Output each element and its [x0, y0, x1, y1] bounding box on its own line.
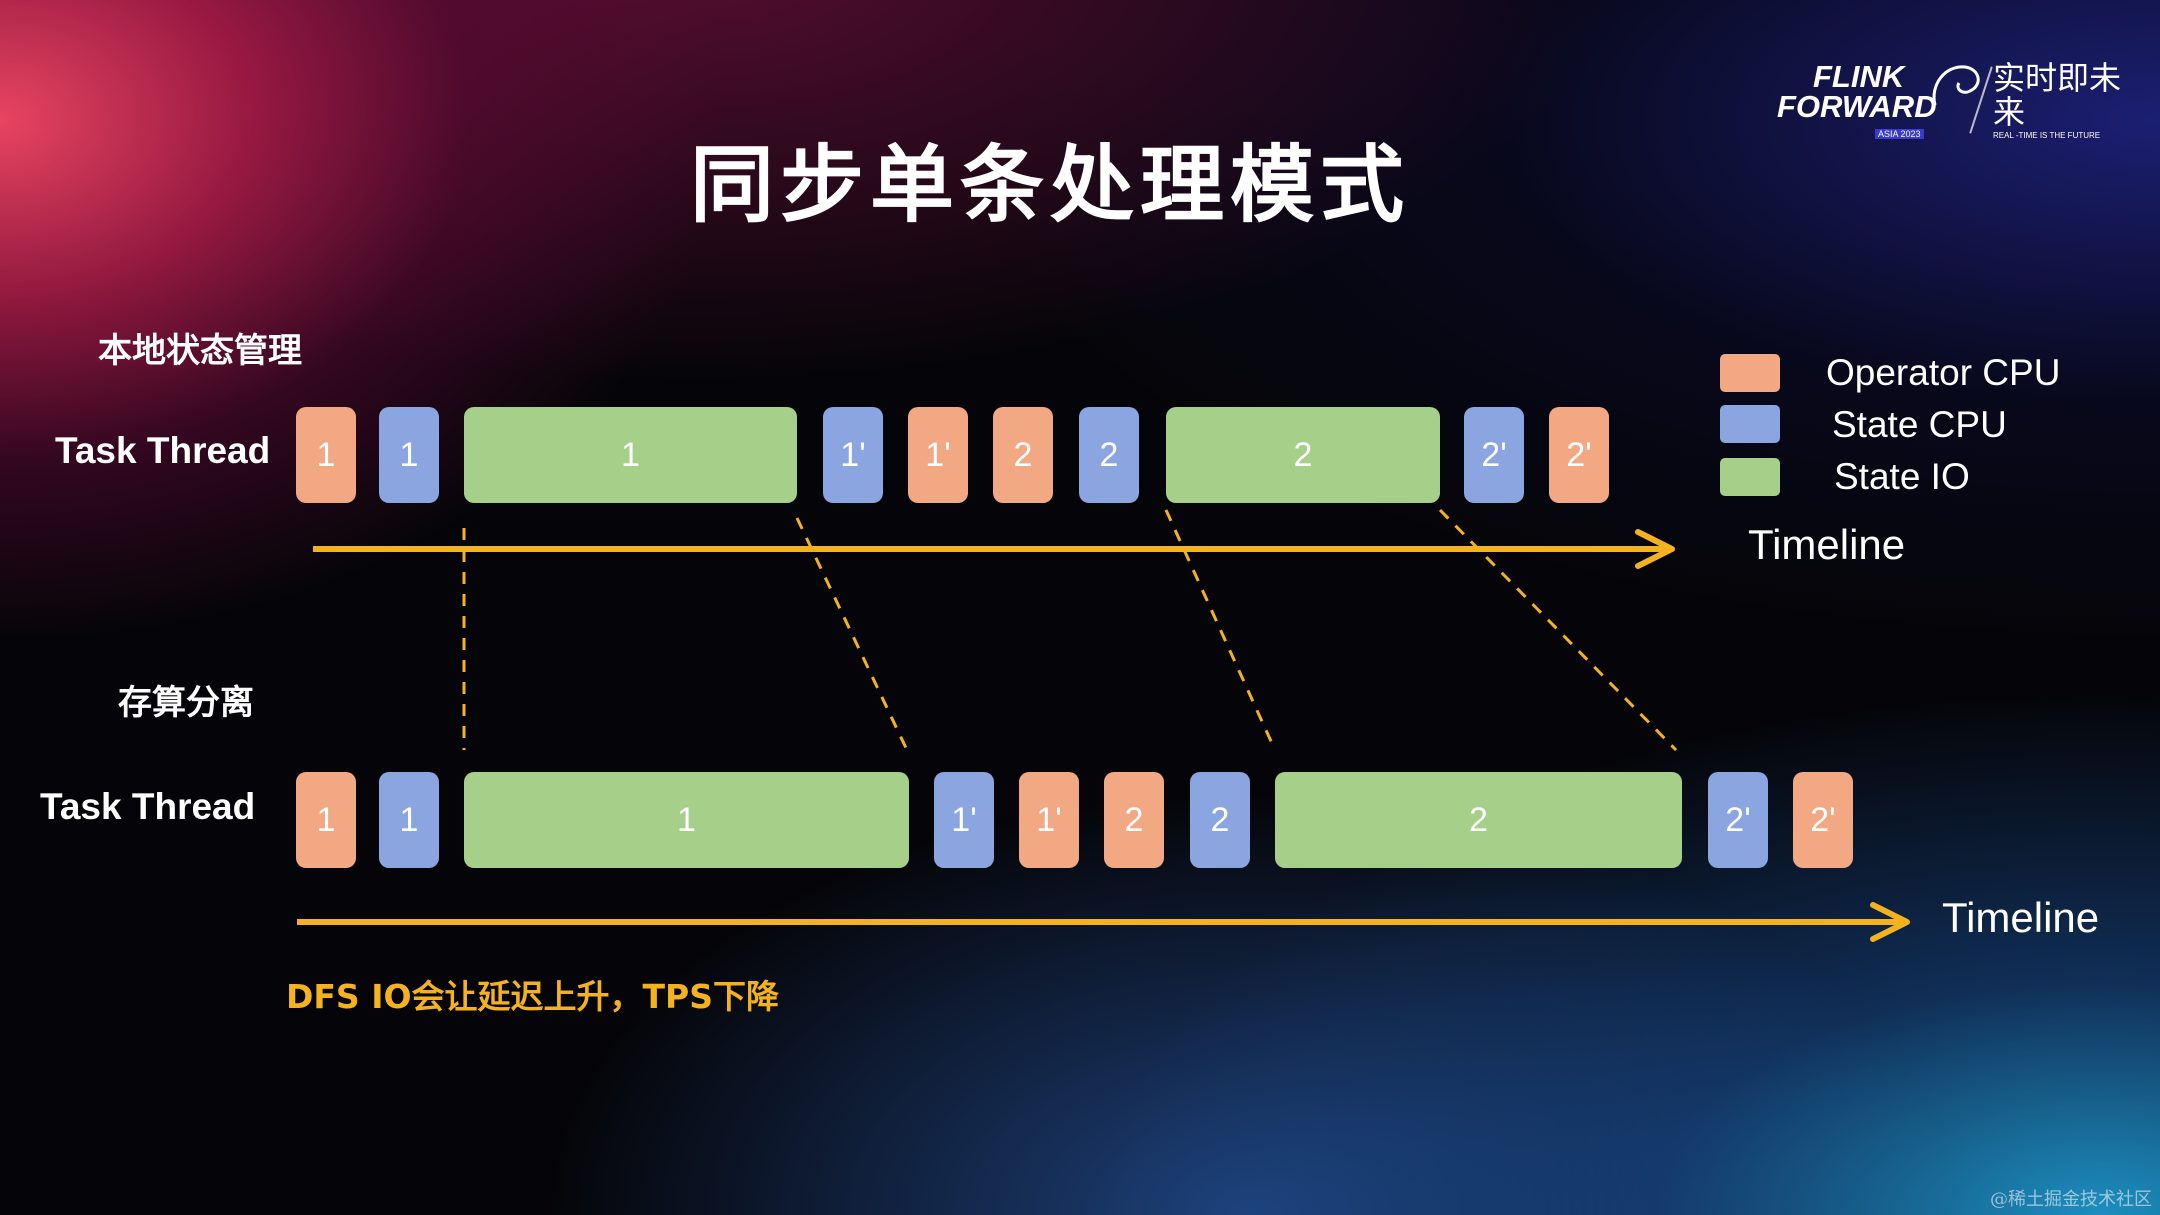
state-cpu-block: 2: [1079, 407, 1139, 503]
operator-cpu-block: 1': [908, 407, 968, 503]
section-disaggregated-label: 存算分离: [118, 683, 254, 723]
logo-line1: FLINK: [1813, 59, 1905, 94]
legend-label-operator-cpu: Operator CPU: [1826, 352, 2061, 393]
legend-label-state-io: State IO: [1834, 456, 1970, 497]
operator-cpu-block: 2: [993, 407, 1053, 503]
legend-swatch-state-cpu: [1720, 405, 1780, 443]
state-cpu-block: 2: [1190, 772, 1250, 868]
state-io-block: 1: [464, 772, 909, 868]
operator-cpu-block: 2: [1104, 772, 1164, 868]
logo-line2: FORWARD: [1777, 89, 1937, 124]
watermark: @稀土掘金技术社区: [1990, 1189, 2152, 1210]
state-cpu-block: 1': [934, 772, 994, 868]
dashed-connector-io1-end: [795, 517, 908, 749]
state-cpu-block: 2': [1464, 407, 1524, 503]
state-io-block: 2: [1275, 772, 1682, 868]
state-cpu-block: 2': [1708, 772, 1768, 868]
state-io-block: 2: [1166, 407, 1440, 503]
timeline-arrow-local: [313, 529, 1675, 569]
logo-sub: ASIA 2023: [1875, 129, 1924, 139]
section-local-state-label: 本地状态管理: [98, 331, 302, 371]
legend-label-state-cpu: State CPU: [1832, 404, 2007, 445]
operator-cpu-block: 1: [296, 407, 356, 503]
operator-cpu-block: 2': [1793, 772, 1853, 868]
timeline-arrow-disaggregated: [297, 902, 1910, 942]
timeline-label-local: Timeline: [1748, 521, 1906, 568]
task-thread-label-disaggregated: Task Thread: [40, 786, 256, 827]
flink-forward-logo: FLINK FORWARD ASIA 2023 实时即未来 REAL -TIME…: [1775, 55, 2125, 145]
operator-cpu-block: 1: [296, 772, 356, 868]
dfs-io-note: DFS IO会让延迟上升，TPS下降: [286, 977, 779, 1016]
operator-cpu-block: 2': [1549, 407, 1609, 503]
state-cpu-block: 1': [823, 407, 883, 503]
timeline-label-disaggregated: Timeline: [1942, 894, 2100, 941]
task-thread-label-local: Task Thread: [55, 430, 271, 471]
operator-cpu-block: 1': [1019, 772, 1079, 868]
legend-swatch-operator-cpu: [1720, 354, 1780, 392]
logo-cn: 实时即未来: [1993, 59, 2122, 131]
state-cpu-block: 1: [379, 407, 439, 503]
legend-swatch-state-io: [1720, 458, 1780, 496]
state-io-block: 1: [464, 407, 797, 503]
slide-title: 同步单条处理模式: [689, 136, 1410, 234]
state-cpu-block: 1: [379, 772, 439, 868]
squirrel-icon: [1932, 65, 1980, 106]
logo-tagline: REAL -TIME IS THE FUTURE: [1993, 131, 2101, 140]
